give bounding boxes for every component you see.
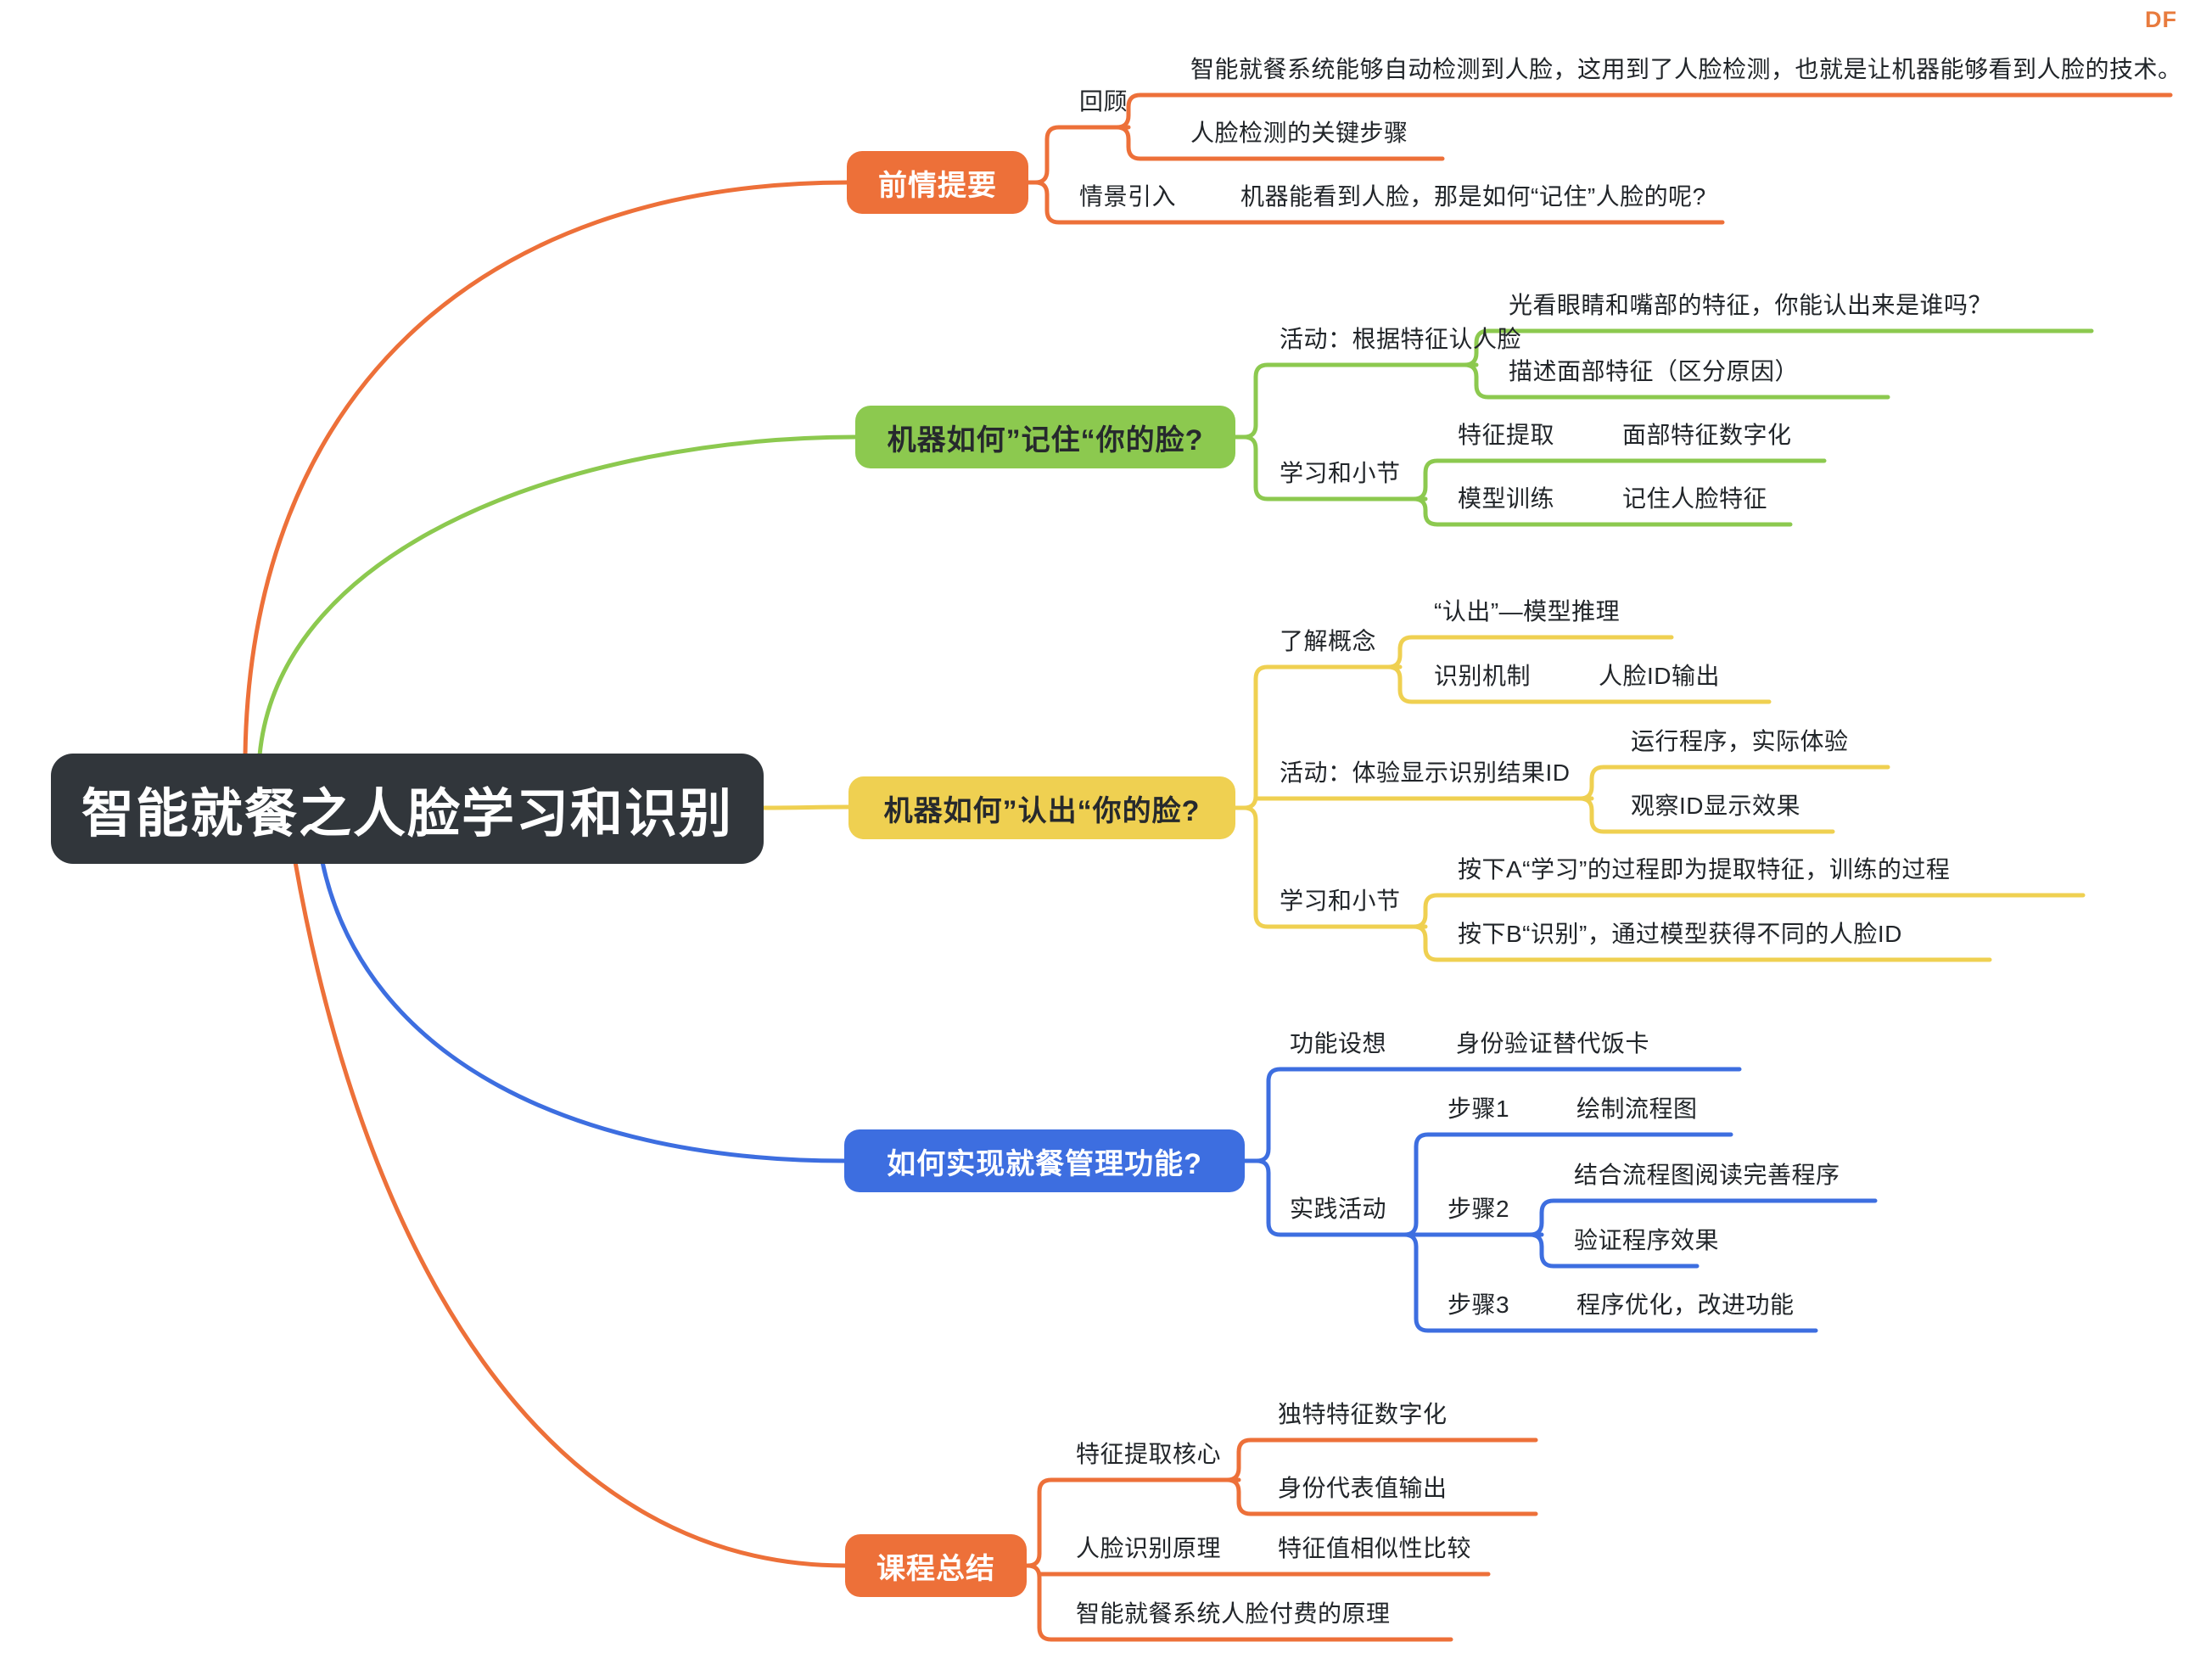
node-b4-step2-point2[interactable]: 验证程序效果 — [1574, 1227, 1720, 1253]
node-b3-inference[interactable]: “认出”—模型推理 — [1434, 598, 1621, 625]
node-b2-model-label[interactable]: 模型训练 — [1458, 485, 1555, 512]
node-b2-activity-label[interactable]: 活动：根据特征认人脸 — [1280, 326, 1522, 352]
node-b2-feature-label[interactable]: 特征提取 — [1458, 422, 1555, 448]
node-b3-concepts-label[interactable]: 了解概念 — [1280, 628, 1377, 654]
node-b4-practice-label[interactable]: 实践活动 — [1290, 1196, 1387, 1222]
node-b5-feature-core-label[interactable]: 特征提取核心 — [1076, 1441, 1222, 1467]
branch3-curve — [761, 804, 851, 810]
branch1-topic-node[interactable]: 前情提要 — [847, 151, 1028, 214]
node-b3-activity-observe[interactable]: 观察ID显示效果 — [1631, 793, 1801, 819]
branch2-topic-node[interactable]: 机器如何”记住“你的脸? — [855, 406, 1235, 468]
node-b4-idea-value[interactable]: 身份验证替代饭卡 — [1456, 1030, 1650, 1056]
node-b2-model-value[interactable]: 记住人脸特征 — [1622, 485, 1768, 512]
branch2-elbows — [1233, 328, 2094, 527]
node-review-long-point[interactable]: 智能就餐系统能够自动检测到人脸，这用到了人脸检测，也就是让机器能够看到人脸的技术… — [1190, 56, 2182, 82]
branch4-curve — [320, 860, 847, 1163]
node-review-steps[interactable]: 人脸检测的关键步骤 — [1190, 120, 1408, 146]
node-b5-feature-point1[interactable]: 独特特征数字化 — [1278, 1401, 1448, 1427]
node-b2-activity-q2[interactable]: 描述面部特征（区分原因） — [1509, 358, 1800, 384]
node-b3-summary-label[interactable]: 学习和小节 — [1280, 888, 1401, 914]
central-topic-node[interactable]: 智能就餐之人脸学习和识别 — [51, 754, 764, 864]
node-intro-question[interactable]: 机器能看到人脸，那是如何“记住”人脸的呢? — [1240, 183, 1706, 210]
node-b2-summary-label[interactable]: 学习和小节 — [1280, 460, 1401, 486]
node-b3-mechanism-value[interactable]: 人脸ID输出 — [1599, 663, 1721, 689]
node-review-label[interactable]: 回顾 — [1079, 88, 1128, 115]
branch2-curve — [257, 434, 858, 758]
node-b4-step1-value[interactable]: 绘制流程图 — [1576, 1096, 1698, 1122]
node-b2-activity-q1[interactable]: 光看眼睛和嘴部的特征，你能认出来是谁吗？ — [1509, 292, 1993, 318]
node-b4-step3-value[interactable]: 程序优化，改进功能 — [1576, 1292, 1795, 1318]
branch3-topic-node[interactable]: 机器如何”认出“你的脸? — [848, 776, 1235, 839]
node-b4-step3-label[interactable]: 步骤3 — [1448, 1292, 1510, 1318]
branch1-curve — [243, 180, 849, 758]
node-b4-step2-label[interactable]: 步骤2 — [1448, 1196, 1510, 1222]
branch4-elbows — [1242, 1067, 1878, 1333]
node-b5-recognition-value[interactable]: 特征值相似性比较 — [1278, 1535, 1472, 1561]
node-b3-mechanism-label[interactable]: 识别机制 — [1434, 663, 1532, 689]
branch5-elbows — [1024, 1437, 1538, 1642]
node-b5-recognition-label[interactable]: 人脸识别原理 — [1076, 1535, 1222, 1561]
node-b5-feature-point2[interactable]: 身份代表值输出 — [1278, 1475, 1448, 1501]
branch4-topic-node[interactable]: 如何实现就餐管理功能? — [844, 1129, 1245, 1192]
node-b2-feature-value[interactable]: 面部特征数字化 — [1622, 422, 1792, 448]
branch5-topic-node[interactable]: 课程总结 — [845, 1534, 1027, 1597]
node-b5-payment[interactable]: 智能就餐系统人脸付费的原理 — [1076, 1600, 1391, 1627]
node-b3-summary-point-a[interactable]: 按下A“学习”的过程即为提取特征，训练的过程 — [1458, 856, 1951, 883]
df-logo: DF — [2145, 7, 2177, 32]
node-intro-label[interactable]: 情景引入 — [1079, 183, 1177, 210]
node-b4-idea-label[interactable]: 功能设想 — [1290, 1030, 1387, 1056]
branch5-curve — [293, 860, 848, 1568]
node-b3-activity-run[interactable]: 运行程序，实际体验 — [1631, 728, 1849, 754]
branch1-elbows — [1026, 92, 2173, 225]
node-b4-step2-point1[interactable]: 结合流程图阅读完善程序 — [1574, 1162, 1840, 1188]
node-b3-summary-point-b[interactable]: 按下B“识别”，通过模型获得不同的人脸ID — [1458, 921, 1902, 947]
branch3-elbows — [1233, 635, 2086, 962]
node-b4-step1-label[interactable]: 步骤1 — [1448, 1096, 1510, 1122]
node-b3-activity-label[interactable]: 活动：体验显示识别结果ID — [1280, 759, 1571, 786]
